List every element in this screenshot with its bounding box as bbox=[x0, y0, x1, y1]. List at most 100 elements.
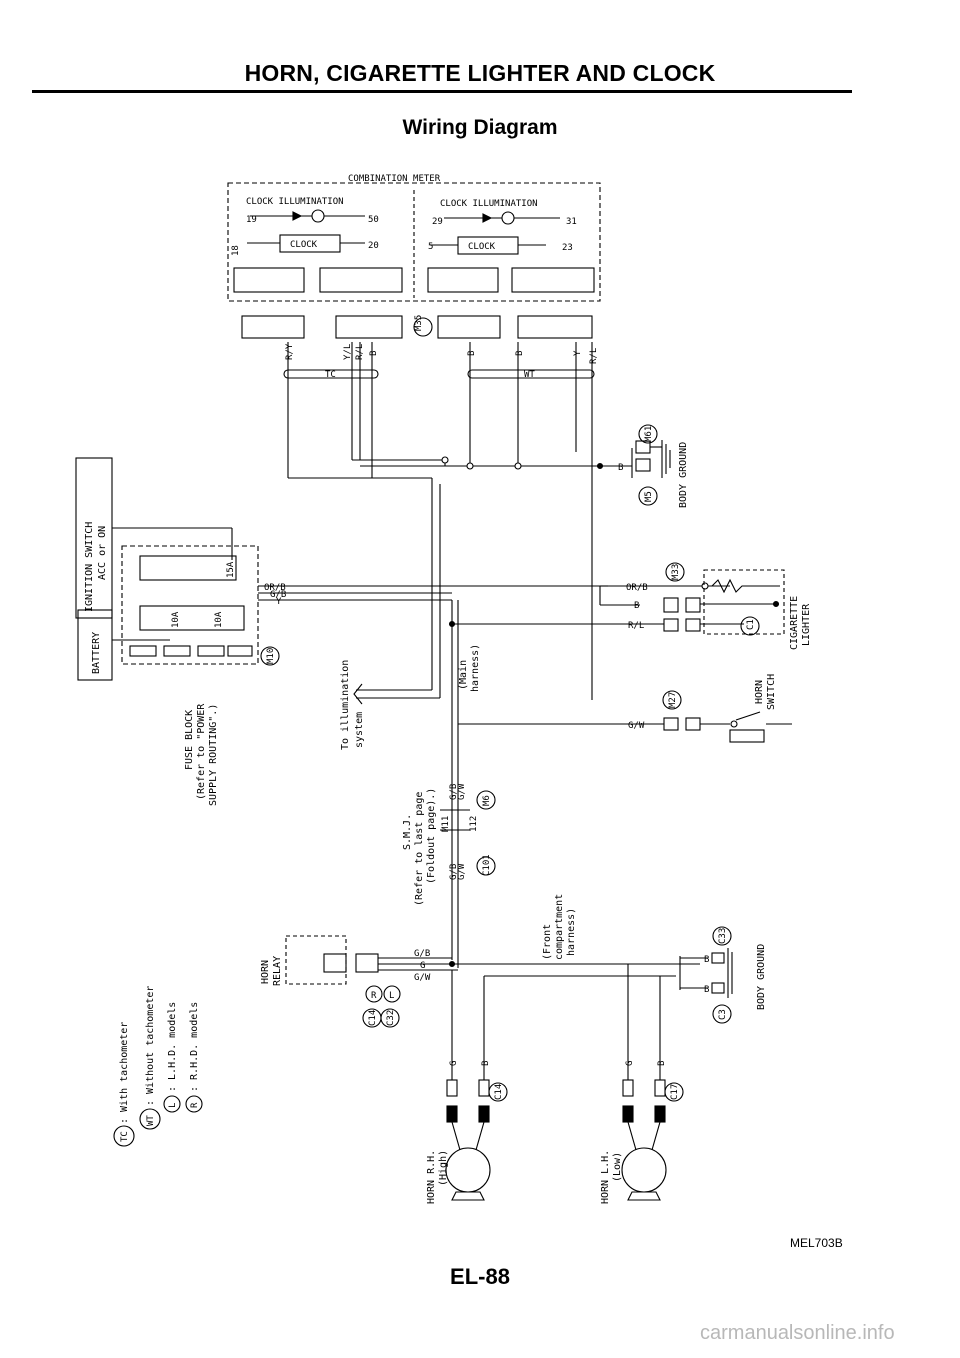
combination-meter-box bbox=[227, 182, 601, 302]
smj-label-3: (Foldout page).) bbox=[426, 788, 437, 884]
combination-meter-label: COMBINATION METER bbox=[348, 174, 441, 184]
horn-relay-box bbox=[285, 935, 347, 985]
wt-marker: WT bbox=[524, 370, 535, 380]
connector-c101-label: C101 bbox=[482, 854, 492, 876]
relay-marker-l: L bbox=[389, 991, 394, 1001]
body-ground-bottom-label: BODY GROUND bbox=[756, 944, 767, 1010]
tc-marker: TC bbox=[325, 370, 336, 380]
smj-wire-g-b-top: G/B bbox=[449, 784, 459, 800]
connector-c3-label: C3 bbox=[718, 1009, 728, 1020]
wire-or-b-lighter: OR/B bbox=[626, 583, 648, 593]
tc-oval bbox=[283, 369, 379, 379]
horn-switch-label-1: HORN bbox=[754, 680, 765, 704]
wire-b-right-2: B bbox=[515, 351, 525, 356]
fuse-block-box bbox=[121, 545, 259, 665]
smj-label-2: (Refer to last page bbox=[414, 792, 425, 906]
legend-l-icon bbox=[163, 1095, 181, 1113]
ignition-switch-box bbox=[75, 457, 113, 619]
connector-m6 bbox=[476, 790, 496, 810]
relay-conn-c32: C32 bbox=[386, 1010, 396, 1026]
lighter-label-1: CIGARETTE bbox=[789, 596, 800, 650]
horn-rh bbox=[445, 1147, 491, 1193]
connector-c17 bbox=[664, 1082, 684, 1102]
wire-b-ground: B bbox=[618, 463, 623, 473]
connector-c1-label: C1 bbox=[746, 619, 756, 630]
horn-relay-label-2: RELAY bbox=[272, 956, 283, 986]
horn-rh-wire-g: G bbox=[449, 1061, 459, 1066]
figure-id: MEL703B bbox=[790, 1236, 843, 1250]
horn-rh-wire-b: B bbox=[481, 1061, 491, 1066]
title-rule bbox=[32, 90, 852, 93]
main-harness-label-1: (Main bbox=[458, 660, 469, 690]
wire-or-b-fuse: OR/B bbox=[264, 583, 286, 593]
fuse-block-label-3: SUPPLY ROUTING".) bbox=[208, 704, 219, 806]
horn-switch-label-2: SWITCH bbox=[766, 674, 777, 710]
relay-wire-g: G bbox=[420, 961, 425, 971]
connector-m61 bbox=[638, 424, 658, 444]
relay-wire-g-b: G/B bbox=[414, 949, 430, 959]
fuse-10a-2: 10A bbox=[214, 611, 224, 628]
connector-m27-label: M27 bbox=[668, 692, 678, 708]
connector-m10-label: M10 bbox=[266, 648, 276, 664]
relay-conn-c14: C14 bbox=[368, 1010, 378, 1026]
wt-oval bbox=[467, 369, 595, 379]
legend-r-code: R bbox=[190, 1102, 200, 1108]
main-harness-label-2: harness) bbox=[470, 644, 481, 692]
connector-m35 bbox=[413, 317, 433, 337]
fuse-block-label-2: (Refer to "POWER bbox=[196, 703, 207, 800]
horn-lh-wire-b: B bbox=[657, 1061, 667, 1066]
front-harness-label-2: compartment bbox=[554, 894, 565, 960]
wire-r-l-lighter: R/L bbox=[628, 621, 644, 631]
horn-rh-label-2: (High) bbox=[438, 1150, 449, 1186]
page-number: EL-88 bbox=[450, 1264, 510, 1289]
horn-lh-wire-g: G bbox=[625, 1061, 635, 1066]
smj-wire-g-b-bottom: G/B bbox=[449, 864, 459, 880]
horn-lh-label-2: (Low) bbox=[612, 1152, 623, 1182]
connector-m10 bbox=[260, 646, 280, 666]
legend-wt-text: : Without tachometer bbox=[145, 986, 156, 1106]
horn-rh-label-1: HORN R.H. bbox=[426, 1150, 437, 1204]
connector-c101 bbox=[476, 856, 496, 876]
connector-c17-label: C17 bbox=[670, 1084, 680, 1100]
illumination-label-2: system bbox=[354, 712, 365, 748]
right-clock-label: CLOCK bbox=[468, 242, 496, 252]
connector-c33 bbox=[712, 926, 732, 946]
relay-marker-r: R bbox=[371, 991, 377, 1001]
horn-lh bbox=[621, 1147, 667, 1193]
lamp-left bbox=[311, 209, 325, 223]
fuse-block-label-1: FUSE BLOCK bbox=[184, 710, 195, 770]
legend-wt-icon bbox=[139, 1108, 161, 1130]
connector-m5 bbox=[638, 486, 658, 506]
fuse-10a-1: 10A bbox=[171, 611, 181, 628]
connector-m33 bbox=[665, 562, 685, 582]
wire-y-right: Y bbox=[573, 350, 583, 356]
illumination-label-1: To illumination bbox=[340, 660, 351, 750]
lighter-box bbox=[703, 569, 785, 635]
lamp-right bbox=[501, 211, 515, 225]
legend-tc-icon bbox=[113, 1125, 135, 1147]
pin-23: 23 bbox=[562, 243, 573, 253]
legend-wt-code: WT bbox=[146, 1115, 156, 1126]
wire-y-fuse: Y bbox=[276, 597, 282, 607]
wire-b-right-1: B bbox=[467, 351, 477, 356]
body-ground-top-label: BODY GROUND bbox=[678, 442, 689, 508]
page-title: HORN, CIGARETTE LIGHTER AND CLOCK bbox=[244, 60, 716, 86]
watermark: carmanualsonline.info bbox=[700, 1322, 895, 1344]
wire-r-l-left: R/L bbox=[355, 344, 365, 360]
front-harness-label-1: (Front bbox=[542, 924, 553, 960]
pin-31: 31 bbox=[566, 217, 577, 227]
connector-c14-horn bbox=[488, 1082, 508, 1102]
lighter-label-2: LIGHTER bbox=[801, 603, 812, 646]
relay-wire-g-w: G/W bbox=[414, 973, 431, 983]
horn-relay-label-1: HORN bbox=[260, 960, 271, 984]
front-harness-label-3: harness) bbox=[566, 908, 577, 956]
connector-c32 bbox=[380, 1008, 400, 1028]
pin-18: 18 bbox=[231, 245, 241, 256]
wire-g-b-fuse: G/B bbox=[270, 590, 286, 600]
wire-g-w-switch: G/W bbox=[628, 721, 645, 731]
pin-29: 29 bbox=[432, 217, 443, 227]
smj-pin-m11: M11 bbox=[441, 816, 451, 832]
battery-label: BATTERY bbox=[91, 632, 102, 674]
wire-r-l-right: R/L bbox=[589, 348, 599, 364]
